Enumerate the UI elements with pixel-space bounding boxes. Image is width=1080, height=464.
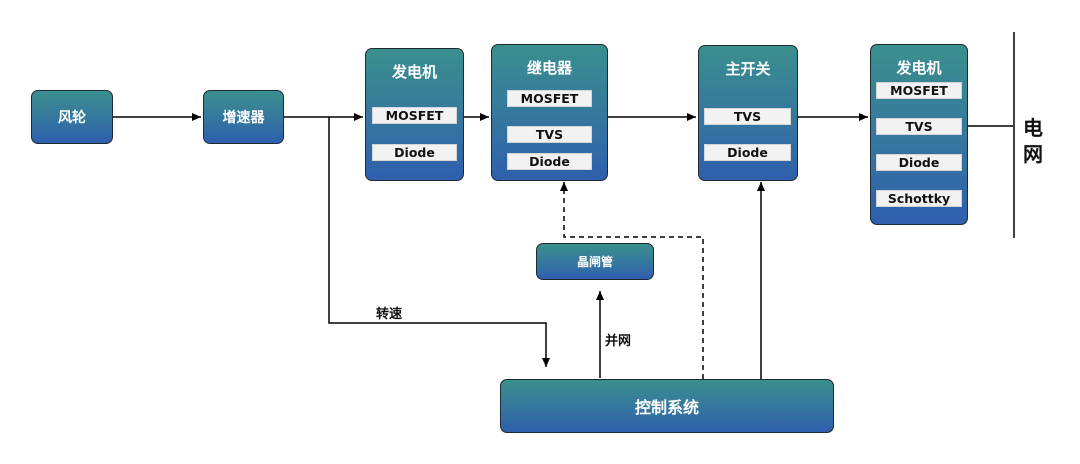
wind-wheel-block: 风轮 bbox=[31, 90, 113, 144]
grid-connect-label: 并网 bbox=[605, 334, 632, 349]
chip-tvs: TVS bbox=[704, 108, 791, 125]
main-switch-title: 主开关 bbox=[725, 60, 771, 78]
main-switch-block: 主开关 TVS Diode bbox=[698, 45, 798, 181]
chip-mosfet: MOSFET bbox=[507, 90, 592, 107]
chip-diode: Diode bbox=[507, 153, 592, 170]
chip-tvs: TVS bbox=[507, 126, 592, 143]
relay-title: 继电器 bbox=[526, 59, 572, 77]
generator-block-right: 发电机 MOSFET TVS Diode Schottky bbox=[870, 44, 968, 225]
grid-label: 电 网 bbox=[1023, 116, 1043, 166]
gearbox-label: 增速器 bbox=[222, 110, 265, 126]
wind-wheel-label: 风轮 bbox=[58, 110, 86, 126]
chip-mosfet: MOSFET bbox=[372, 107, 457, 124]
chip-diode: Diode bbox=[876, 154, 962, 171]
chip-diode: Diode bbox=[704, 144, 791, 161]
thyristor-block: 晶闸管 bbox=[536, 243, 654, 280]
relay-block: 继电器 MOSFET TVS Diode bbox=[491, 44, 608, 181]
control-system-block: 控制系统 bbox=[500, 379, 834, 433]
dashed-control-to-relay bbox=[560, 182, 704, 379]
generator-title: 发电机 bbox=[391, 63, 437, 81]
gearbox-block: 增速器 bbox=[203, 90, 284, 144]
generator-block-left: 发电机 MOSFET Diode bbox=[365, 48, 464, 181]
generator-title: 发电机 bbox=[896, 59, 942, 77]
speed-label: 转速 bbox=[376, 307, 403, 322]
chip-schottky: Schottky bbox=[876, 190, 962, 207]
chip-mosfet: MOSFET bbox=[876, 82, 962, 99]
speed-feedback-line bbox=[328, 117, 550, 367]
chip-diode: Diode bbox=[372, 144, 457, 161]
thyristor-label: 晶闸管 bbox=[576, 255, 613, 269]
chip-tvs: TVS bbox=[876, 118, 962, 135]
control-system-label: 控制系统 bbox=[634, 398, 699, 417]
